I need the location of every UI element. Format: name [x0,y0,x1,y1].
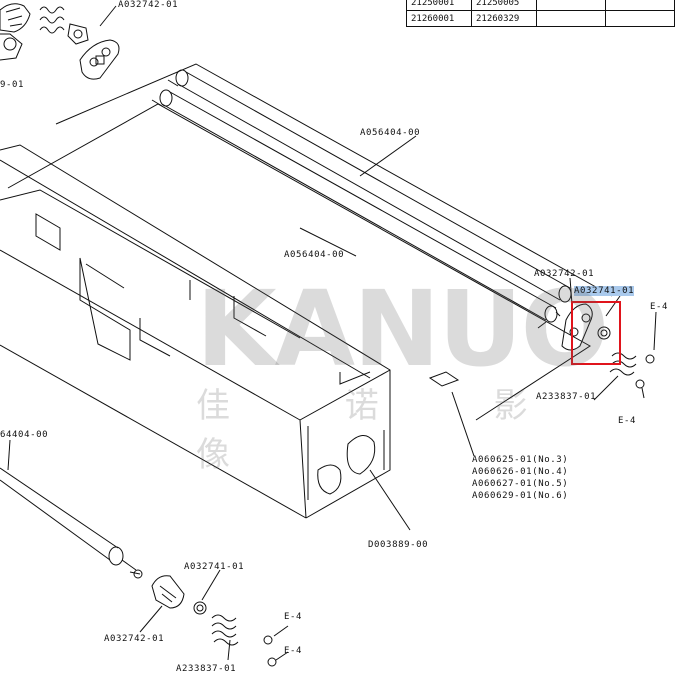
label-64404-left: 64404-00 [0,430,49,440]
label-d003889: D003889-00 [368,540,429,550]
leader-lines [7,5,657,661]
table-cell: 21250005 [471,0,537,11]
table-cell: 21260001 [406,10,472,27]
upper-roller-2 [151,89,561,329]
upper-roller-1 [167,69,572,303]
label-9-01-left: 9-01 [0,80,25,90]
label-a032741-right: A032741-01 [574,286,635,296]
label-a032741-bottom: A032741-01 [184,562,245,572]
table-cell: 21260329 [471,10,537,27]
label-a233837-right: A233837-01 [536,392,597,402]
label-e4-bottom-1: E-4 [284,612,303,622]
right-bearing-assembly [561,303,611,351]
e-ring-bottom-2 [267,657,277,667]
e-ring-bottom-1 [263,635,273,645]
label-a056404-mid: A056404-00 [284,250,345,260]
lower-roller [0,467,143,579]
top-link-bracket [79,39,120,80]
label-e4-right-bottom: E-4 [618,416,637,426]
parts-table: 21250001 21250005 21260001 21260329 [406,0,675,27]
label-a032742-bottom: A032742-01 [104,634,165,644]
lower-bearing-assembly [151,575,207,615]
label-a032742-right: A032742-01 [534,269,595,279]
top-left-gear-assembly [0,3,89,61]
label-a060625: A060625-01(No.3) [472,455,569,465]
label-e4-bottom-2: E-4 [284,646,303,656]
label-a060626: A060626-01(No.4) [472,467,569,477]
label-a233837-bottom: A233837-01 [176,664,237,674]
label-a060629: A060629-01(No.6) [472,491,569,501]
table-cell [605,0,675,11]
label-e4-right-top: E-4 [650,302,669,312]
parts-table-row: 21260001 21260329 [406,10,675,27]
tray-housing [0,144,391,519]
label-a060627: A060627-01(No.5) [472,479,569,489]
table-cell [536,10,606,27]
right-spring [609,352,637,376]
highlight-box [571,301,621,365]
table-cell [605,10,675,27]
label-a032742-top: A032742-01 [118,0,179,10]
table-cell: 21250001 [406,0,472,11]
parts-table-row: 21250001 21250005 [406,0,675,11]
e-ring-right-bottom [635,379,645,389]
lower-spring [211,614,239,646]
roller-outline-box [7,103,591,421]
e-ring-right-top [645,354,655,364]
label-sheet [428,371,460,387]
table-cell [536,0,606,11]
label-a056404-upper: A056404-00 [360,128,421,138]
